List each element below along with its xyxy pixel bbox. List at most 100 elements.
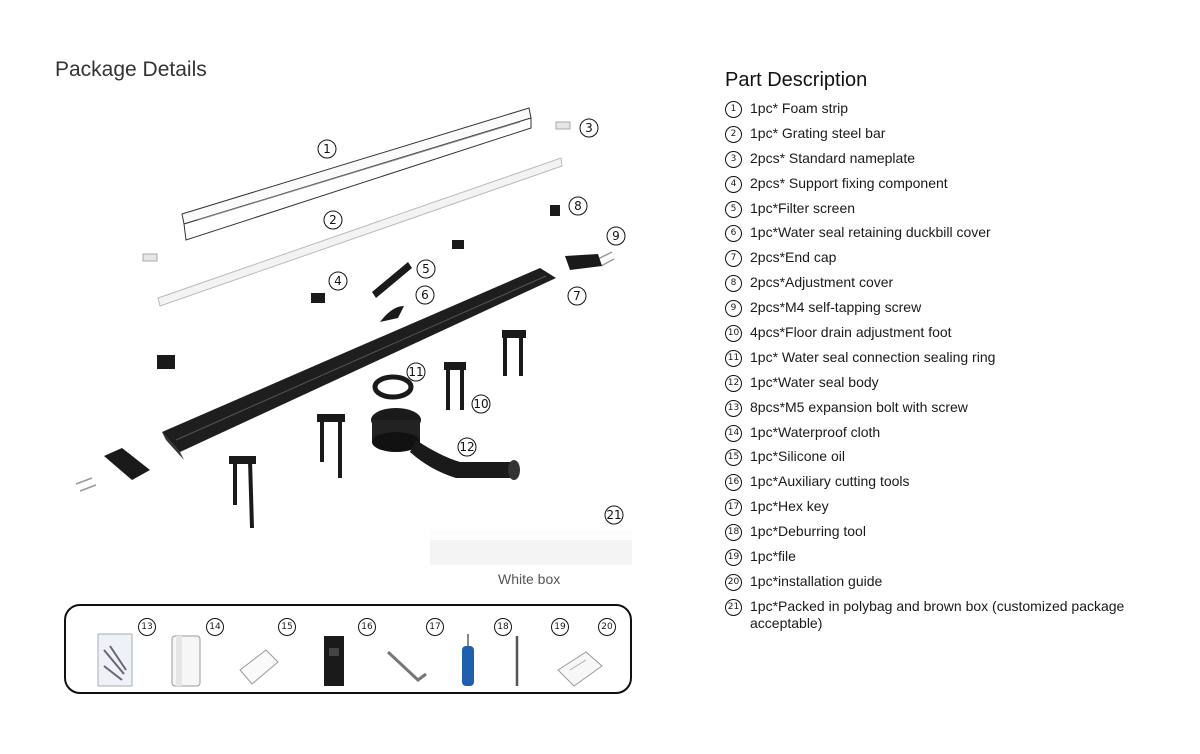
diagram-number-labels: 1 2 3 4 5 6 7 8 9 10 11 12 21 bbox=[317, 118, 626, 525]
installation-guide-icon bbox=[557, 651, 603, 687]
accessory-file: 19 bbox=[509, 618, 569, 690]
part-description-item: 16 1pc*Auxiliary cutting tools bbox=[725, 473, 1165, 492]
part-description-text: 2pcs* Support fixing component bbox=[750, 174, 948, 191]
accessory-number: 17 bbox=[426, 618, 444, 636]
svg-text:4: 4 bbox=[334, 274, 342, 288]
accessory-cutting-tool: 16 bbox=[316, 618, 376, 690]
part-description-item: 10 4pcs*Floor drain adjustment foot bbox=[725, 324, 1165, 343]
accessory-guide: 20 bbox=[556, 618, 616, 690]
page-title: Package Details bbox=[55, 58, 207, 81]
foot-top-part bbox=[229, 330, 526, 464]
part-number-badge: 2 bbox=[725, 125, 742, 143]
part-number-badge: 8 bbox=[725, 275, 742, 293]
accessory-number: 20 bbox=[598, 618, 616, 636]
adjustment-foot-part bbox=[233, 336, 523, 529]
accessories-panel: 13 14 15 16 17 18 19 20 bbox=[64, 604, 632, 694]
support-fixing-part bbox=[311, 293, 325, 303]
accessory-hex-key: 17 bbox=[384, 618, 444, 690]
svg-text:3: 3 bbox=[585, 121, 593, 135]
waterproof-cloth-icon bbox=[171, 635, 201, 687]
sealing-ring-part bbox=[372, 374, 414, 400]
part-number-badge: 12 bbox=[725, 374, 742, 392]
svg-text:9: 9 bbox=[612, 229, 620, 243]
part-description-item: 8 2pcs*Adjustment cover bbox=[725, 274, 1165, 293]
white-box-part bbox=[430, 530, 632, 565]
part-number-badge: 16 bbox=[725, 474, 742, 492]
part-description-item: 4 2pcs* Support fixing component bbox=[725, 175, 1165, 193]
accessory-cloth: 14 bbox=[164, 618, 224, 690]
filter-screen-part bbox=[372, 262, 412, 298]
part-description-text: 2pcs*M4 self-tapping screw bbox=[750, 299, 922, 316]
accessory-deburring-tool: 18 bbox=[452, 618, 512, 690]
svg-text:10: 10 bbox=[473, 397, 488, 411]
file-tool-icon bbox=[515, 636, 519, 686]
part-description-text: 4pcs*Floor drain adjustment foot bbox=[750, 324, 952, 341]
part-description-item: 2 1pc* Grating steel bar bbox=[725, 125, 1165, 143]
white-box-label: White box bbox=[498, 571, 561, 587]
part-description-text: 2pcs*Adjustment cover bbox=[750, 274, 894, 291]
part-description-text: 1pc*Deburring tool bbox=[750, 523, 866, 540]
part-description-item: 21 1pc*Packed in polybag and brown box (c… bbox=[725, 598, 1165, 632]
svg-text:21: 21 bbox=[606, 508, 621, 522]
svg-text:12: 12 bbox=[459, 440, 474, 454]
nameplate-part bbox=[142, 253, 158, 262]
exploded-diagram: 1 2 3 4 5 6 7 8 9 10 11 12 21 bbox=[75, 107, 632, 565]
part-number-badge: 15 bbox=[725, 449, 742, 467]
accessory-silicone: 15 bbox=[236, 618, 296, 690]
part-number-badge: 10 bbox=[725, 325, 742, 343]
svg-text:8: 8 bbox=[574, 199, 582, 213]
silicone-oil-icon bbox=[239, 649, 279, 685]
accessory-number: 14 bbox=[206, 618, 224, 636]
svg-text:5: 5 bbox=[422, 262, 430, 276]
part-number-badge: 7 bbox=[725, 250, 742, 268]
part-number-badge: 5 bbox=[725, 200, 742, 218]
accessory-number: 15 bbox=[278, 618, 296, 636]
end-cap-part bbox=[104, 448, 150, 480]
part-description-text: 1pc* Water seal connection sealing ring bbox=[750, 348, 996, 365]
cutting-tool-icon bbox=[324, 636, 344, 686]
svg-text:7: 7 bbox=[573, 289, 581, 303]
part-number-badge: 4 bbox=[725, 175, 742, 193]
part-number-badge: 20 bbox=[725, 573, 742, 591]
part-description-text: 1pc*Water seal body bbox=[750, 373, 879, 390]
part-number-badge: 6 bbox=[725, 225, 742, 243]
part-number-badge: 14 bbox=[725, 424, 742, 442]
part-description-text: 1pc*Auxiliary cutting tools bbox=[750, 473, 910, 490]
grating-bar-part bbox=[157, 157, 563, 307]
accessory-number: 13 bbox=[138, 618, 156, 636]
part-number-badge: 19 bbox=[725, 549, 742, 567]
part-description-text: 1pc* Grating steel bar bbox=[750, 124, 886, 141]
part-description-title: Part Description bbox=[725, 69, 868, 91]
deburring-tool-icon bbox=[462, 634, 474, 686]
svg-text:6: 6 bbox=[421, 288, 429, 302]
part-description-item: 12 1pc*Water seal body bbox=[725, 374, 1165, 392]
end-cap-part bbox=[565, 254, 602, 270]
part-description-text: 1pc*file bbox=[750, 548, 796, 565]
support-fixing-part bbox=[452, 240, 464, 249]
part-number-badge: 21 bbox=[725, 598, 742, 616]
part-description-text: 1pc*Hex key bbox=[750, 498, 829, 515]
accessory-number: 18 bbox=[494, 618, 512, 636]
svg-text:11: 11 bbox=[408, 365, 423, 379]
foam-strip-part bbox=[181, 107, 532, 241]
part-number-badge: 18 bbox=[725, 524, 742, 542]
part-number-badge: 9 bbox=[725, 300, 742, 318]
part-description-item: 9 2pcs*M4 self-tapping screw bbox=[725, 299, 1165, 318]
part-description-item: 18 1pc*Deburring tool bbox=[725, 523, 1165, 542]
adjustment-cover-part bbox=[157, 355, 175, 369]
part-description-text: 1pc*Packed in polybag and brown box (cus… bbox=[750, 597, 1125, 631]
nameplate-part bbox=[555, 121, 571, 130]
accessory-number: 16 bbox=[358, 618, 376, 636]
hex-key-icon bbox=[386, 650, 427, 682]
svg-text:2: 2 bbox=[329, 213, 337, 227]
